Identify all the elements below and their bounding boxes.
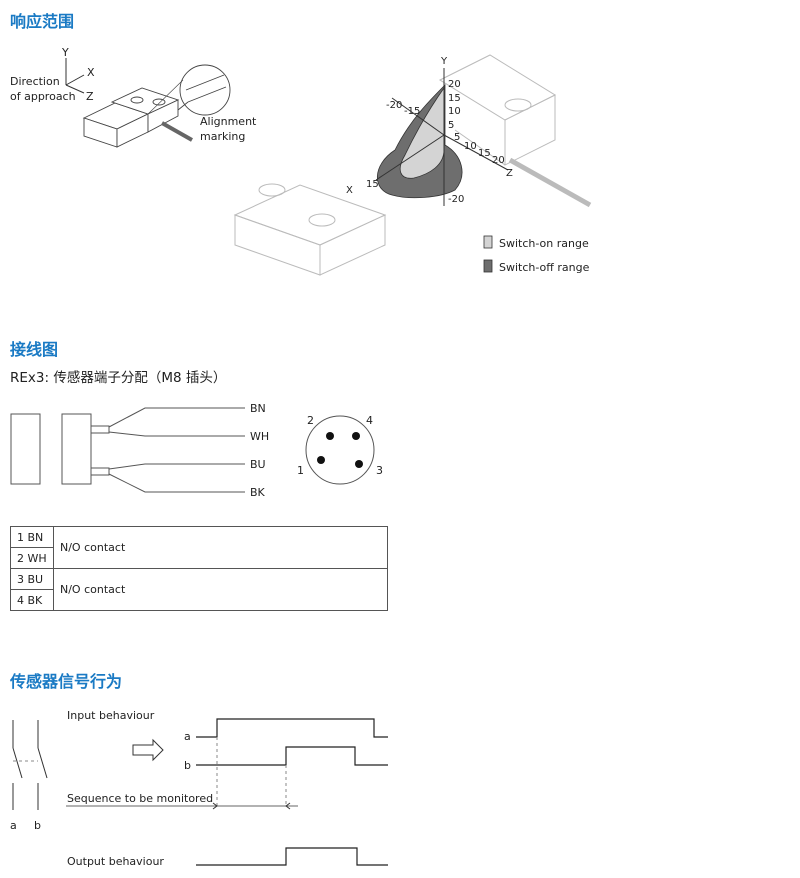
- function-cell: N/O contact: [53, 568, 388, 611]
- range-axes: [375, 68, 509, 206]
- direction-label-1: Direction: [10, 75, 60, 88]
- wiring-subtitle: REx3: 传感器端子分配（M8 插头）: [10, 370, 227, 386]
- pin-label-1: 1: [297, 464, 304, 477]
- approach-axis-y: Y: [61, 46, 69, 59]
- legend-switch-off-label: Switch-off range: [499, 261, 590, 274]
- signal-diagram: a b Input behaviour a b Sequence to be m…: [10, 709, 388, 868]
- z-tick-15: 15: [478, 148, 491, 159]
- signal-a-label: a: [184, 730, 191, 743]
- cable-gland-1: [90, 425, 110, 434]
- y-tick-neg-20: -20: [448, 194, 464, 205]
- wire-label-bu: BU: [250, 458, 266, 471]
- z-tick-10: 10: [464, 141, 477, 152]
- direction-label-2: of approach: [10, 90, 76, 103]
- sequence-label: Sequence to be monitored: [67, 792, 213, 805]
- pin-cell: 4 BK: [10, 589, 54, 611]
- wire-label-wh: WH: [250, 430, 269, 443]
- legend-switch-on-label: Switch-on range: [499, 237, 589, 250]
- contact-table: 1 BN N/O contact 2 WH 3 BU N/O contact 4…: [10, 526, 388, 611]
- x-tick-neg-15: -15: [404, 106, 420, 117]
- pin-label-2: 2: [307, 414, 314, 427]
- alignment-label-2: marking: [200, 130, 245, 143]
- pin-cell: 3 BU: [10, 568, 54, 590]
- approach-axes: [65, 58, 85, 94]
- switch-symbols: [12, 720, 48, 810]
- switch-label-a: a: [10, 819, 17, 832]
- wire-label-bk: BK: [250, 486, 266, 498]
- wire-label-bn: BN: [250, 402, 266, 415]
- section-title-signal: 传感器信号行为: [10, 672, 123, 691]
- x-tick-15: 15: [366, 179, 379, 190]
- table-row: 2 WH: [10, 547, 388, 569]
- range-axis-x: X: [346, 185, 353, 196]
- y-tick-10: 10: [448, 106, 461, 117]
- pin-label-3: 3: [376, 464, 383, 477]
- legend-switch-off-swatch: [483, 259, 493, 273]
- sensor-block: [61, 413, 92, 485]
- signal-a-waveform: [196, 718, 388, 738]
- response-range-diagram: Y X Z Direction of approach Alignment ma…: [10, 46, 592, 276]
- signal-b-label: b: [184, 759, 191, 772]
- approach-axis-x: X: [87, 66, 95, 79]
- switch-on-lobe: [399, 86, 445, 179]
- pin-2: [326, 432, 334, 440]
- pin-3: [355, 460, 363, 468]
- alignment-label-1: Alignment: [200, 115, 257, 128]
- y-tick-5: 5: [448, 120, 454, 131]
- pin-4: [352, 432, 360, 440]
- sensor-pair-illustration: [82, 64, 231, 148]
- cable-gland-2: [90, 467, 110, 476]
- arrow-icon: [132, 738, 164, 762]
- input-behaviour-label: Input behaviour: [67, 709, 155, 722]
- output-waveform: [196, 847, 388, 866]
- function-cell: N/O contact: [53, 526, 388, 569]
- section-title-wiring: 接线图: [10, 340, 59, 359]
- range-axis-z: Z: [506, 168, 513, 179]
- range-axis-y: Y: [440, 56, 448, 67]
- signal-b-waveform: [196, 746, 388, 766]
- wiring-diagram: BN WH BU BK 2 4 1 3: [10, 402, 383, 498]
- actuator-block: [10, 413, 41, 485]
- z-tick-20: 20: [492, 155, 505, 166]
- section-title-response-range: 响应范围: [10, 12, 75, 31]
- large-sensor-blocks: [233, 54, 592, 276]
- sequence-marker-a: [212, 802, 218, 810]
- pin-1: [317, 456, 325, 464]
- pin-label-4: 4: [366, 414, 373, 427]
- table-row: 4 BK: [10, 589, 388, 611]
- switch-label-b: b: [34, 819, 41, 832]
- z-tick-5: 5: [454, 132, 460, 143]
- legend-switch-on-swatch: [483, 235, 493, 249]
- y-tick-15: 15: [448, 93, 461, 104]
- pin-cell: 2 WH: [10, 547, 54, 569]
- table-row: 1 BN N/O contact: [10, 526, 388, 569]
- pin-cell: 1 BN: [10, 526, 54, 548]
- output-behaviour-label: Output behaviour: [67, 855, 164, 868]
- y-tick-20: 20: [448, 79, 461, 90]
- m8-connector: [305, 415, 375, 485]
- wire-lines: [108, 407, 245, 493]
- x-tick-neg-20: -20: [386, 100, 402, 111]
- table-row: 3 BU N/O contact: [10, 568, 388, 611]
- sequence-marker-b: [285, 802, 291, 810]
- approach-axis-z: Z: [86, 90, 94, 103]
